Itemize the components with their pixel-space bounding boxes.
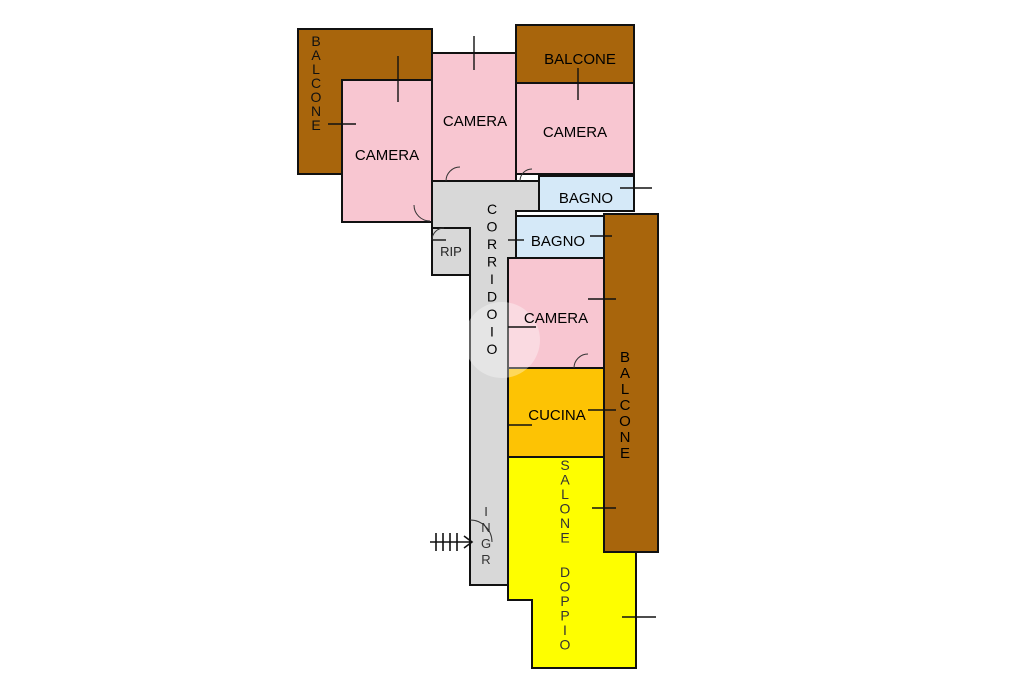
balcone-east-area — [603, 213, 659, 553]
label-camera-ne: CAMERA — [543, 124, 607, 141]
camera-west-area — [341, 79, 433, 223]
label-camera-center: CAMERA — [443, 113, 507, 130]
watermark — [464, 302, 540, 378]
label-rip: RIP — [440, 244, 462, 259]
label-bagno-upper: BAGNO — [559, 190, 613, 207]
salone-area — [507, 456, 637, 669]
label-balcone-ne: BALCONE — [544, 51, 616, 68]
window-marks — [328, 36, 656, 640]
camera-east-area — [507, 257, 605, 369]
label-cucina: CUCINA — [528, 407, 586, 424]
label-bagno-lower: BAGNO — [531, 233, 585, 250]
rip-area — [431, 227, 471, 276]
balcone-ne-area — [515, 24, 635, 84]
label-camera-east: CAMERA — [524, 310, 588, 327]
entrance-arrow — [430, 533, 474, 551]
label-camera-west: CAMERA — [355, 147, 419, 164]
door-swings — [413, 166, 589, 543]
camera-ne-area — [515, 82, 635, 175]
